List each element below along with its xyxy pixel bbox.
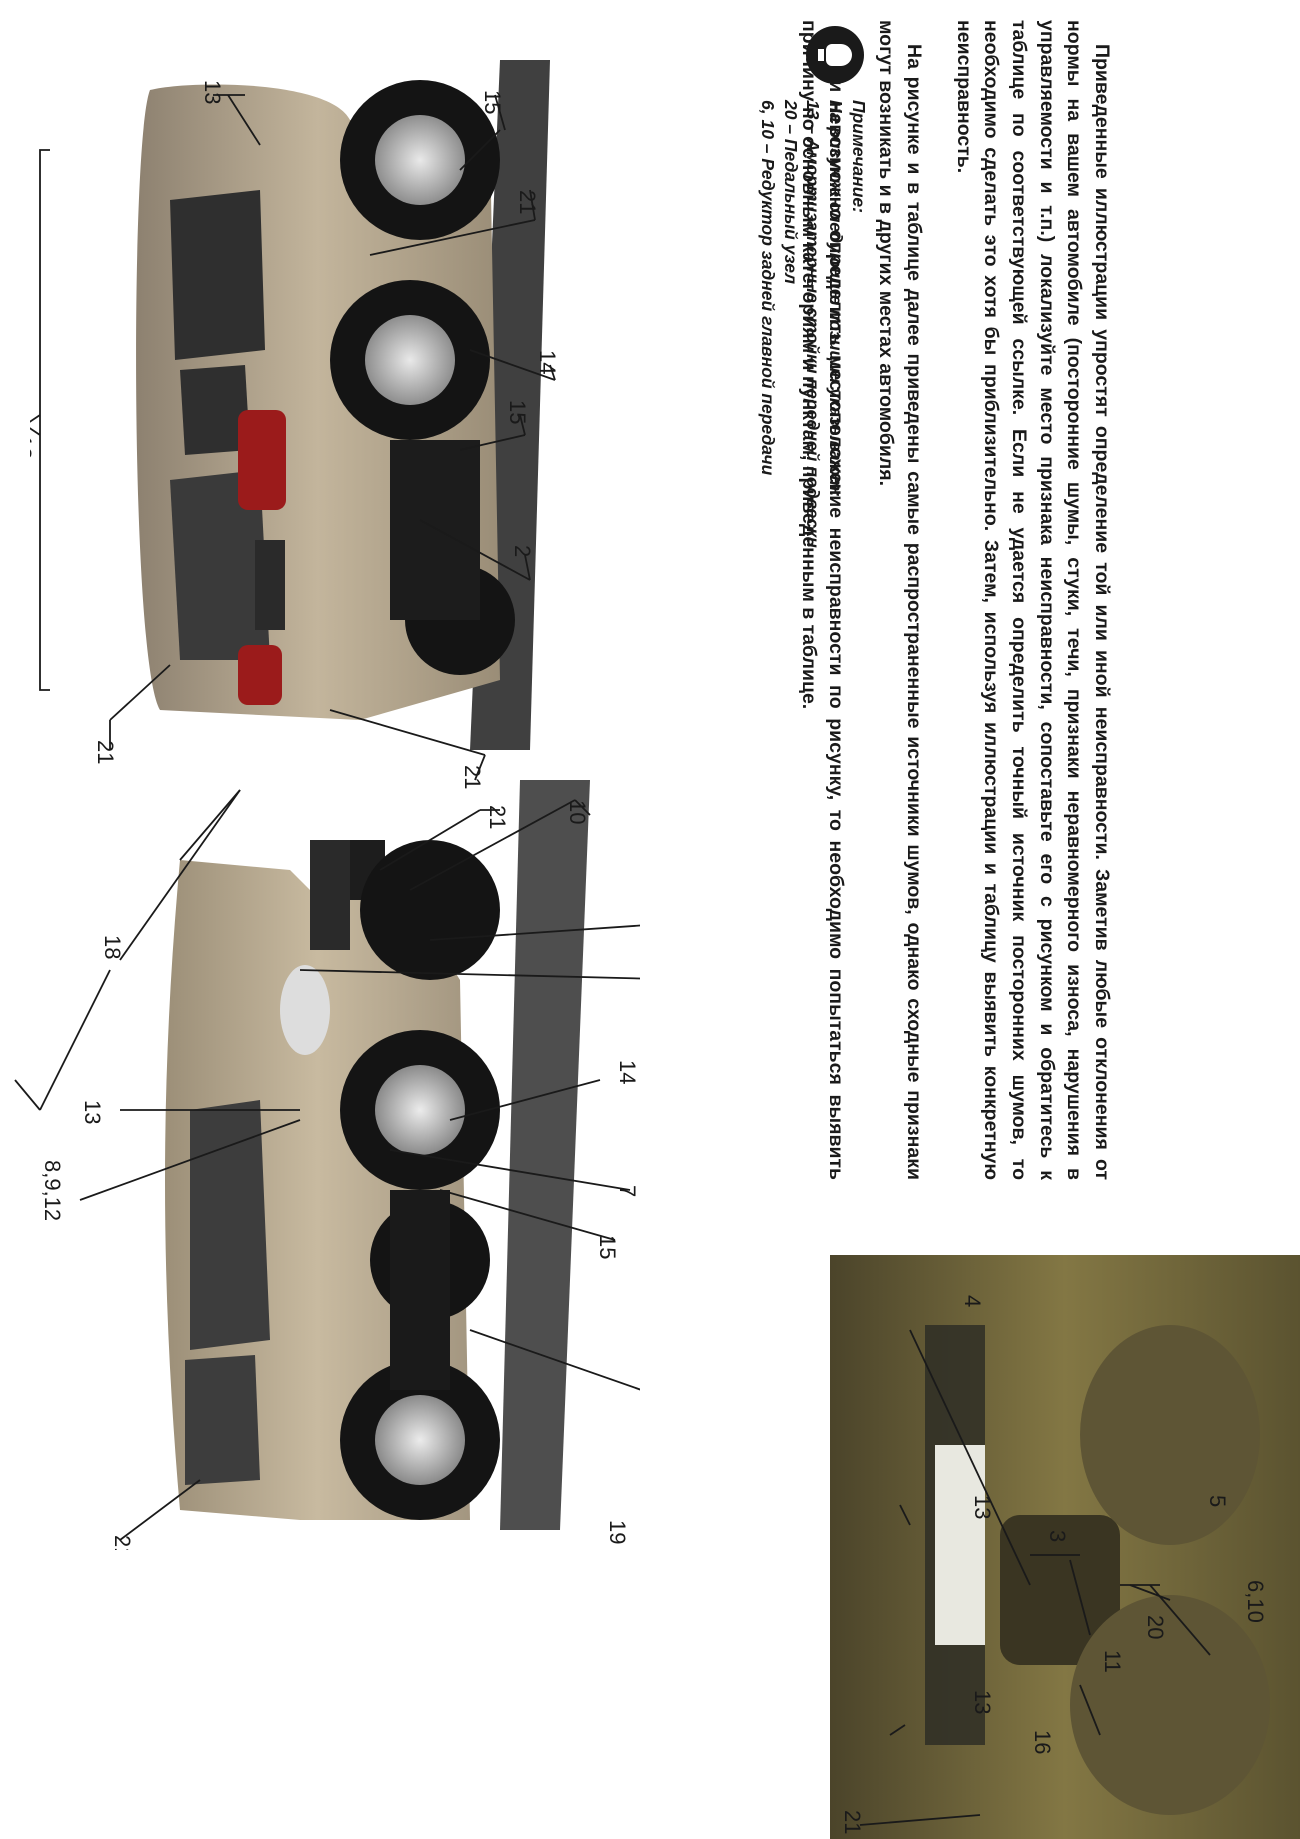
front-label-13: 13 (80, 1100, 105, 1124)
svg-text:14: 14 (615, 1060, 640, 1084)
interior-label-3: 3 (1045, 1530, 1070, 1542)
rear-label-14: 14 (535, 350, 560, 374)
svg-text:6,10: 6,10 (1243, 1580, 1268, 1623)
lightbulb-icon (806, 26, 864, 84)
front-label-21-rear: 21 (110, 1535, 135, 1550)
interior-label-4: 4 (960, 1295, 985, 1307)
svg-text:19: 19 (605, 1520, 630, 1544)
svg-text:8,9,12: 8,9,12 (40, 1160, 65, 1221)
svg-text:15: 15 (480, 90, 505, 114)
svg-text:3: 3 (1045, 1530, 1070, 1542)
svg-text:20: 20 (1143, 1615, 1168, 1639)
rear-label-15-top: 15 (480, 90, 505, 114)
note-line-2: 13 – Амортизаторные стойки передней подв… (803, 100, 824, 548)
rear-label-21-bottom: 21 (460, 765, 485, 789)
interior-label-16: 16 (1030, 1730, 1055, 1754)
svg-text:18: 18 (30, 435, 36, 459)
svg-text:15: 15 (505, 400, 530, 424)
note-line-3: 20 – Педальный узел (780, 100, 801, 285)
front-label-7: 7 (615, 1185, 640, 1197)
svg-text:5: 5 (1205, 1495, 1230, 1507)
svg-text:10: 10 (565, 800, 590, 824)
rear-label-13: 13 (200, 80, 225, 104)
interior-label-6-10: 6,10 (1243, 1580, 1268, 1623)
front-label-21-mid: 21 (635, 1395, 640, 1419)
svg-text:18: 18 (100, 935, 125, 959)
front-label-19: 19 (605, 1520, 630, 1544)
text-column: Приведенные иллюстрации упростят определ… (758, 20, 1115, 1180)
svg-text:14: 14 (535, 350, 560, 374)
interior-label-21: 21 (840, 1810, 865, 1834)
paragraph-2: На рисунке и в таблице далее приведены с… (875, 20, 925, 1180)
interior-photo: 4 13 3 5 6,10 20 11 13 16 21 (830, 1255, 1300, 1839)
svg-text:13: 13 (200, 80, 225, 104)
front-label-18: 18 (100, 935, 125, 959)
front-label-15: 15 (595, 1235, 620, 1259)
front-label-21-top: 21 (485, 805, 510, 829)
interior-label-13-left: 13 (970, 1690, 995, 1714)
svg-text:4: 4 (960, 1295, 985, 1307)
rear-label-21-rear: 21 (93, 740, 118, 764)
svg-text:21: 21 (515, 190, 540, 214)
front-side-view-photo: 21 10 18 1 17 13 8,9,12 14 7 15 21 21 19 (0, 780, 640, 1550)
svg-text:2: 2 (510, 545, 535, 557)
rear-view-photo: 18 13 15 21 14 15 2 21 21 (30, 20, 610, 790)
rear-label-21-side: 21 (515, 190, 540, 214)
note-line-4: 6, 10 – Редуктор задней главной передачи (758, 100, 778, 476)
note-title: Примечание: (849, 100, 869, 213)
svg-text:13: 13 (80, 1100, 105, 1124)
svg-text:21: 21 (485, 805, 510, 829)
note-block: Примечание: На рисунке следующие позиции… (758, 26, 870, 830)
interior-label-13-right: 13 (970, 1495, 995, 1519)
svg-text:21: 21 (635, 1395, 640, 1419)
svg-text:21: 21 (460, 765, 485, 789)
note-line-1: На рисунке следующие позиции указывают: (826, 100, 847, 497)
front-label-8-9-12: 8,9,12 (40, 1160, 65, 1221)
front-label-14: 14 (615, 1060, 640, 1084)
svg-text:15: 15 (595, 1235, 620, 1259)
svg-text:21: 21 (840, 1810, 865, 1834)
interior-label-5: 5 (1205, 1495, 1230, 1507)
note-text: Примечание: На рисунке следующие позиции… (756, 100, 870, 548)
interior-label-20: 20 (1143, 1615, 1168, 1639)
interior-label-11: 11 (1100, 1650, 1125, 1673)
svg-text:11: 11 (1100, 1650, 1125, 1673)
rear-label-18: 18 (30, 435, 36, 459)
svg-text:16: 16 (1030, 1730, 1055, 1754)
svg-text:7: 7 (615, 1185, 640, 1197)
front-label-10: 10 (565, 800, 590, 824)
rear-label-2: 2 (510, 545, 535, 557)
svg-text:21: 21 (110, 1535, 135, 1550)
paragraph-1: Приведенные иллюстрации упростят определ… (952, 20, 1113, 1180)
rear-label-15-mid: 15 (505, 400, 530, 424)
svg-text:21: 21 (93, 740, 118, 764)
svg-text:13: 13 (970, 1690, 995, 1714)
svg-text:13: 13 (970, 1495, 995, 1519)
